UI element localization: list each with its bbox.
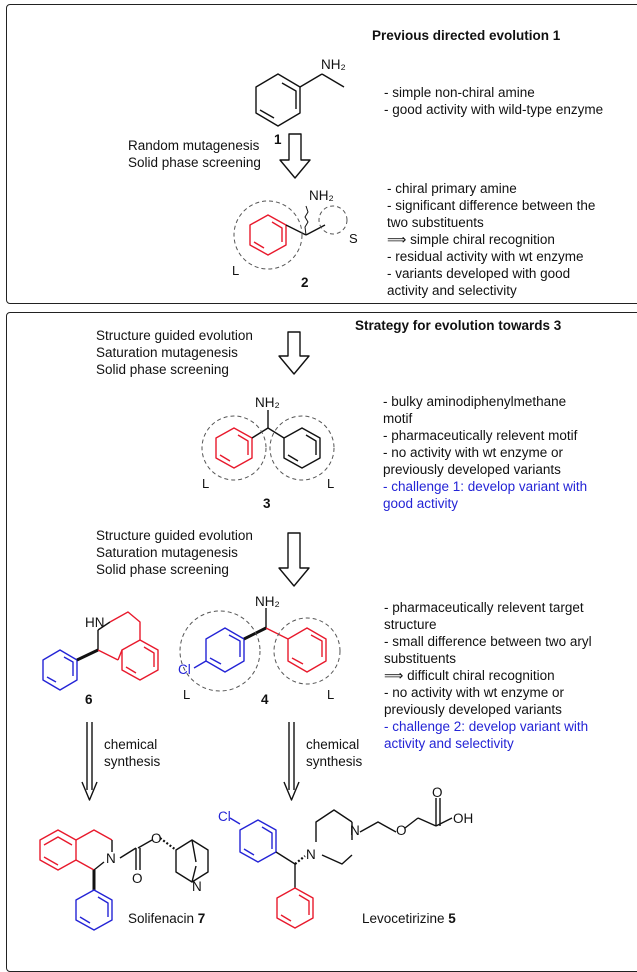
synthesis-arrow-right <box>283 722 300 801</box>
compound-6-structure <box>42 611 159 691</box>
solifenacin-ester-o-label: O <box>151 831 162 846</box>
compound-3-number: 3 <box>263 496 271 511</box>
challenge-2-line-2: activity and selectivity <box>384 736 514 751</box>
compound-4-nh2-label: NH₂ <box>255 594 280 609</box>
evolution-arrow-2 <box>278 331 310 375</box>
compound-2-note-7: activity and selectivity <box>387 283 517 298</box>
step1-line-3: Solid phase screening <box>96 362 229 377</box>
compound-2-label-L: L <box>232 263 240 278</box>
compound-2-note-3: two substituents <box>387 215 484 230</box>
compound-4-note-7: previously developed variants <box>384 702 562 717</box>
compound-4-label-L-left: L <box>183 687 191 702</box>
compound-1-nh2-label: NH₂ <box>321 57 346 72</box>
compound-4-note-1: - pharmaceutically relevent target <box>384 600 584 615</box>
solifenacin-n-label: N <box>106 851 116 866</box>
compound-2-note-2: - significant difference between the <box>387 198 596 213</box>
solifenacin-structure <box>39 829 209 931</box>
compound-3-note-4: - no activity with wt enzyme or <box>383 445 564 460</box>
levocetirizine-ether-o-label: O <box>396 823 407 838</box>
levocetirizine-oh-label: OH <box>453 811 474 826</box>
levocetirizine-structure <box>229 798 453 929</box>
synthesis-left-line-2: synthesis <box>104 754 161 769</box>
challenge-2-line-1: - challenge 2: develop variant with <box>384 719 589 734</box>
compound-3-note-3: - pharmaceutically relevent motif <box>383 428 578 443</box>
levocetirizine-n1-label: N <box>306 847 316 862</box>
solifenacin-name: Solifenacin 7 <box>128 911 206 926</box>
compound-3-note-2: motif <box>383 411 413 426</box>
compound-1-note-2: - good activity with wild-type enzyme <box>384 102 604 117</box>
compound-4-note-2: structure <box>384 617 437 632</box>
panel-1-header: Previous directed evolution 1 <box>372 28 561 43</box>
compound-2-note-6: - variants developed with good <box>387 266 571 281</box>
compound-3-label-L-left: L <box>202 476 210 491</box>
compound-3-note-5: previously developed variants <box>383 462 561 477</box>
levocetirizine-n2-label: N <box>350 823 360 838</box>
compound-3-note-1: - bulky aminodiphenylmethane <box>383 394 567 409</box>
compound-4-number: 4 <box>261 692 269 707</box>
panel-previous-evolution <box>6 4 637 304</box>
solifenacin-bridgehead-n-label: N <box>192 879 202 894</box>
compound-4-label-L-right: L <box>327 687 335 702</box>
compound-2-label-S: S <box>349 231 358 246</box>
compound-4-note-6: - no activity with wt enzyme or <box>384 685 565 700</box>
compound-3-label-L-right: L <box>327 476 335 491</box>
compound-2-note-4: ⟹ simple chiral recognition <box>387 232 555 247</box>
solifenacin-carbonyl-o-label: O <box>132 871 143 886</box>
compound-4-note-3: - small difference between two aryl <box>384 634 592 649</box>
compound-2-note-5: - residual activity with wt enzyme <box>387 249 584 264</box>
compound-1-structure <box>255 73 345 127</box>
synthesis-left-line-1: chemical <box>104 737 158 752</box>
compound-1-number: 1 <box>274 132 282 147</box>
step2-line-2: Saturation mutagenesis <box>96 545 238 560</box>
step-random-mutagenesis: Random mutagenesis <box>128 138 260 153</box>
compound-3-nh2-label: NH₂ <box>255 395 280 410</box>
compound-6-hn-label: HN <box>85 615 105 630</box>
compound-4-cl-label: Cl <box>178 662 191 677</box>
step-solid-phase-screening-1: Solid phase screening <box>128 155 261 170</box>
step2-line-1: Structure guided evolution <box>96 528 253 543</box>
step1-line-1: Structure guided evolution <box>96 328 253 343</box>
levocetirizine-cl-label: Cl <box>218 809 231 824</box>
synthesis-right-line-2: synthesis <box>306 754 363 769</box>
compound-1-note-1: - simple non-chiral amine <box>384 85 535 100</box>
compound-3-structure <box>201 410 335 481</box>
synthesis-right-line-1: chemical <box>306 737 360 752</box>
evolution-arrow-3 <box>278 532 310 587</box>
levocetirizine-carbonyl-o-label: O <box>432 785 443 800</box>
compound-4-structure <box>179 608 341 692</box>
compound-2-nh2-label: NH₂ <box>309 188 334 203</box>
challenge-1-line-1: - challenge 1: develop variant with <box>383 479 588 494</box>
compound-2-number: 2 <box>301 275 309 290</box>
levocetirizine-name: Levocetirizine 5 <box>362 911 456 926</box>
synthesis-arrow-left <box>81 722 98 801</box>
evolution-arrow-1 <box>279 133 311 179</box>
compound-2-structure <box>233 200 348 270</box>
panel-2-header: Strategy for evolution towards 3 <box>355 318 562 333</box>
compound-4-note-5: ⟹ difficult chiral recognition <box>384 668 555 683</box>
step1-line-2: Saturation mutagenesis <box>96 345 238 360</box>
compound-6-number: 6 <box>85 692 93 707</box>
step2-line-3: Solid phase screening <box>96 562 229 577</box>
challenge-1-line-2: good activity <box>383 496 459 511</box>
compound-2-note-1: - chiral primary amine <box>387 181 517 196</box>
compound-4-note-4: substituents <box>384 651 457 666</box>
